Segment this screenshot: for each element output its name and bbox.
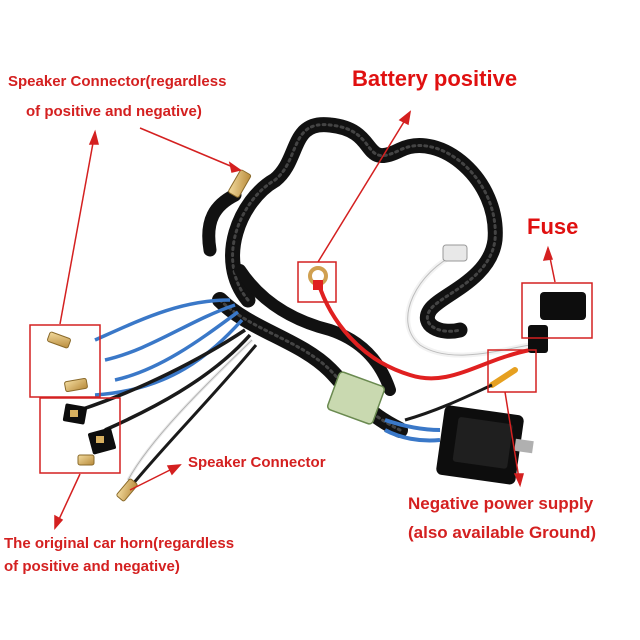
label-speaker-connector: Speaker Connector xyxy=(188,454,326,471)
horn-terminal-3 xyxy=(77,454,95,466)
black-wire-horn-2 xyxy=(104,333,252,432)
relay xyxy=(436,405,534,485)
highlight-box-ground xyxy=(487,349,537,393)
fuse-holder xyxy=(528,292,586,353)
corrugated-loom-branch xyxy=(234,264,396,396)
blue-wire-3 xyxy=(114,310,240,382)
horn-connector-1 xyxy=(62,403,88,425)
highlight-box-horn xyxy=(39,397,121,474)
speaker-terminal-left-2 xyxy=(64,377,88,393)
blue-wire-1 xyxy=(94,298,231,342)
label-speaker-connector-top-2: of positive and negative) xyxy=(26,103,202,120)
label-horn-2: of positive and negative) xyxy=(4,558,180,575)
black-wire-speaker xyxy=(126,344,258,491)
label-horn-1: The original car horn(regardless xyxy=(4,535,235,552)
battery-ring-terminal xyxy=(308,266,328,290)
corrugated-loom-upper xyxy=(202,188,242,257)
arrow-battery xyxy=(317,111,411,263)
label-negative-power-1: Negative power supply xyxy=(408,494,594,513)
speaker-terminal-bottom xyxy=(116,478,138,502)
arrow-speaker-left xyxy=(59,131,96,325)
cable-label-sleeve xyxy=(326,371,386,425)
speaker-terminal-left-1 xyxy=(47,331,71,349)
label-fuse: Fuse xyxy=(527,214,579,239)
highlight-box-fuse xyxy=(521,282,593,339)
arrow-ground xyxy=(504,391,521,486)
label-negative-power-2: (also available Ground) xyxy=(408,523,596,542)
highlight-box-speaker-left xyxy=(29,324,101,398)
highlight-box-battery xyxy=(297,261,337,303)
relay-blue-wires xyxy=(384,418,441,432)
white-heat-shrink xyxy=(442,244,468,262)
blue-wire-2 xyxy=(104,303,236,362)
red-battery-wire xyxy=(316,281,531,381)
label-battery-positive: Battery positive xyxy=(352,66,518,91)
label-speaker-connector-top-1: Speaker Connector(regardless xyxy=(8,73,227,90)
arrow-speaker-top xyxy=(139,127,241,171)
speaker-terminal-top xyxy=(228,169,252,198)
blue-wire-4 xyxy=(94,318,244,397)
black-wire-horn-1 xyxy=(79,328,246,412)
ground-terminal xyxy=(489,367,518,388)
horn-connector-2 xyxy=(88,427,116,455)
